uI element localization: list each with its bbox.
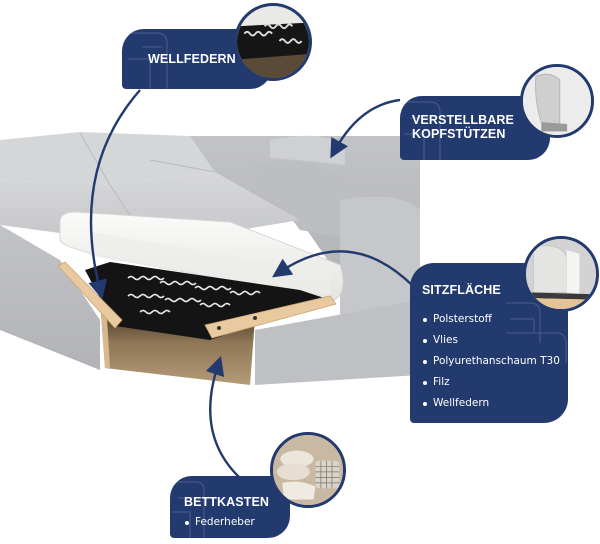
arrow-sitzflaeche: [272, 250, 413, 286]
list-item: Polsterstoff: [422, 309, 568, 330]
seat-layers-closeup-icon: [526, 239, 596, 309]
headrest: [270, 135, 345, 165]
label-title-line2: KOPFSTÜTZEN: [412, 127, 506, 141]
bedding-in-storage-closeup-icon: [273, 435, 343, 505]
headrest-closeup-icon: [523, 67, 591, 135]
wood-rail-right: [204, 295, 337, 339]
list-item: Federheber: [184, 512, 290, 533]
wave-springs: [127, 275, 261, 315]
material-layer-list: Polsterstoff Vlies Polyurethanschaum T30…: [422, 309, 568, 414]
arrow-bettkasten: [205, 355, 241, 479]
label-title-line1: VERSTELLBARE: [412, 113, 514, 127]
arrow-kopfstuetzen: [330, 98, 401, 159]
feature-list: Federheber: [184, 512, 290, 533]
list-item: Filz: [422, 372, 568, 393]
list-item: Vlies: [422, 330, 568, 351]
list-item: Wellfedern: [422, 393, 568, 414]
list-item: Polyurethanschaum T30: [422, 351, 568, 372]
detail-circle-bettkasten: [270, 432, 346, 508]
wave-spring-closeup-icon: [237, 6, 309, 78]
spring-bed: [85, 262, 330, 340]
label-bettkasten: BETTKASTEN Federheber: [170, 476, 290, 538]
arrow-wellfedern: [88, 89, 141, 300]
label-title: BETTKASTEN: [184, 495, 270, 509]
label-title: WELLFEDERN: [148, 52, 236, 66]
detail-circle-kopfstuetzen: [520, 64, 594, 138]
detail-circle-sitzflaeche: [523, 236, 599, 312]
label-title: VERSTELLBARE KOPFSTÜTZEN: [412, 113, 514, 141]
label-title: SITZFLÄCHE: [422, 283, 501, 297]
detail-circle-wellfedern: [234, 3, 312, 81]
